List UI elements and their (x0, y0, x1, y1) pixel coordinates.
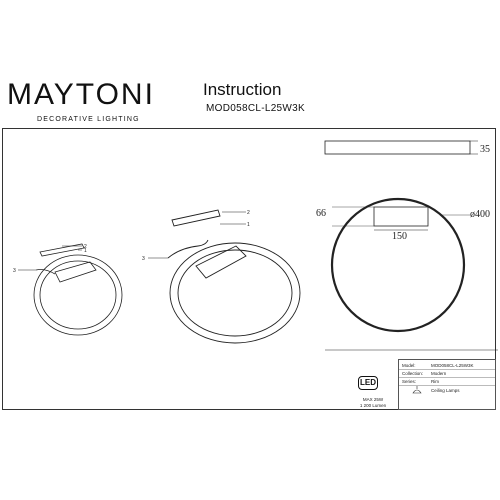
small-callout-1: 1 (84, 248, 87, 254)
large-callout-2: 2 (247, 210, 250, 216)
large-ring-outer (169, 242, 301, 344)
base-width-dimension: 150 (392, 231, 407, 242)
large-callout-1: 1 (247, 222, 250, 228)
diameter-dimension: ø400 (470, 209, 490, 220)
small-ring-outer (33, 254, 123, 336)
large-callout-3: 3 (142, 256, 145, 262)
small-ring-base (54, 261, 97, 283)
ring-front-view (330, 197, 466, 333)
depth-dimension: 66 (316, 208, 326, 219)
small-ring-inner (39, 260, 117, 330)
small-mount-plate (39, 243, 85, 257)
spec-value-series: Rim (431, 379, 439, 384)
document-title: Instruction (203, 80, 282, 99)
large-mount-plate (171, 209, 221, 227)
large-cable (167, 239, 209, 259)
spec-category: Ceiling Lamps (431, 388, 460, 393)
small-callout-2: 2 (84, 244, 87, 250)
spec-value-model: MOD058CL-L25W3K (431, 363, 474, 368)
large-ring-inner (177, 249, 293, 337)
exploded-view-small (18, 243, 123, 336)
spec-table: Model: MOD058CL-L25W3K Collection: Moder… (398, 359, 496, 410)
small-callout-3: 3 (13, 268, 16, 274)
spec-key-model: Model: (402, 363, 416, 368)
ceiling-lamp-icon (412, 386, 422, 394)
led-max-power: MAX 25W (362, 397, 384, 402)
large-ring-base (195, 245, 247, 279)
exploded-view-large (148, 209, 301, 344)
small-cable (35, 269, 56, 275)
dimension-view (324, 140, 498, 351)
led-lumen: 1 200 Lumen (359, 403, 387, 408)
spec-row: Series: Rim (399, 378, 495, 386)
spec-value-collection: Modern (431, 371, 447, 376)
brand-tagline: DECORATIVE LIGHTING (37, 116, 140, 123)
spec-key-series: Series: (402, 379, 417, 384)
document-model: MOD058CL-L25W3K (206, 103, 305, 114)
spec-row: Collection: Modern (399, 370, 495, 378)
spec-key-collection: Collection: (402, 371, 424, 376)
drawing-frame (2, 128, 496, 410)
spec-row: Model: MOD058CL-L25W3K (399, 362, 495, 370)
brand-logo: MAYTONI (7, 78, 155, 111)
height-dimension: 35 (480, 144, 490, 155)
led-badge: LED (358, 376, 378, 390)
side-profile-bar (324, 140, 471, 155)
ring-base-block (373, 206, 429, 227)
